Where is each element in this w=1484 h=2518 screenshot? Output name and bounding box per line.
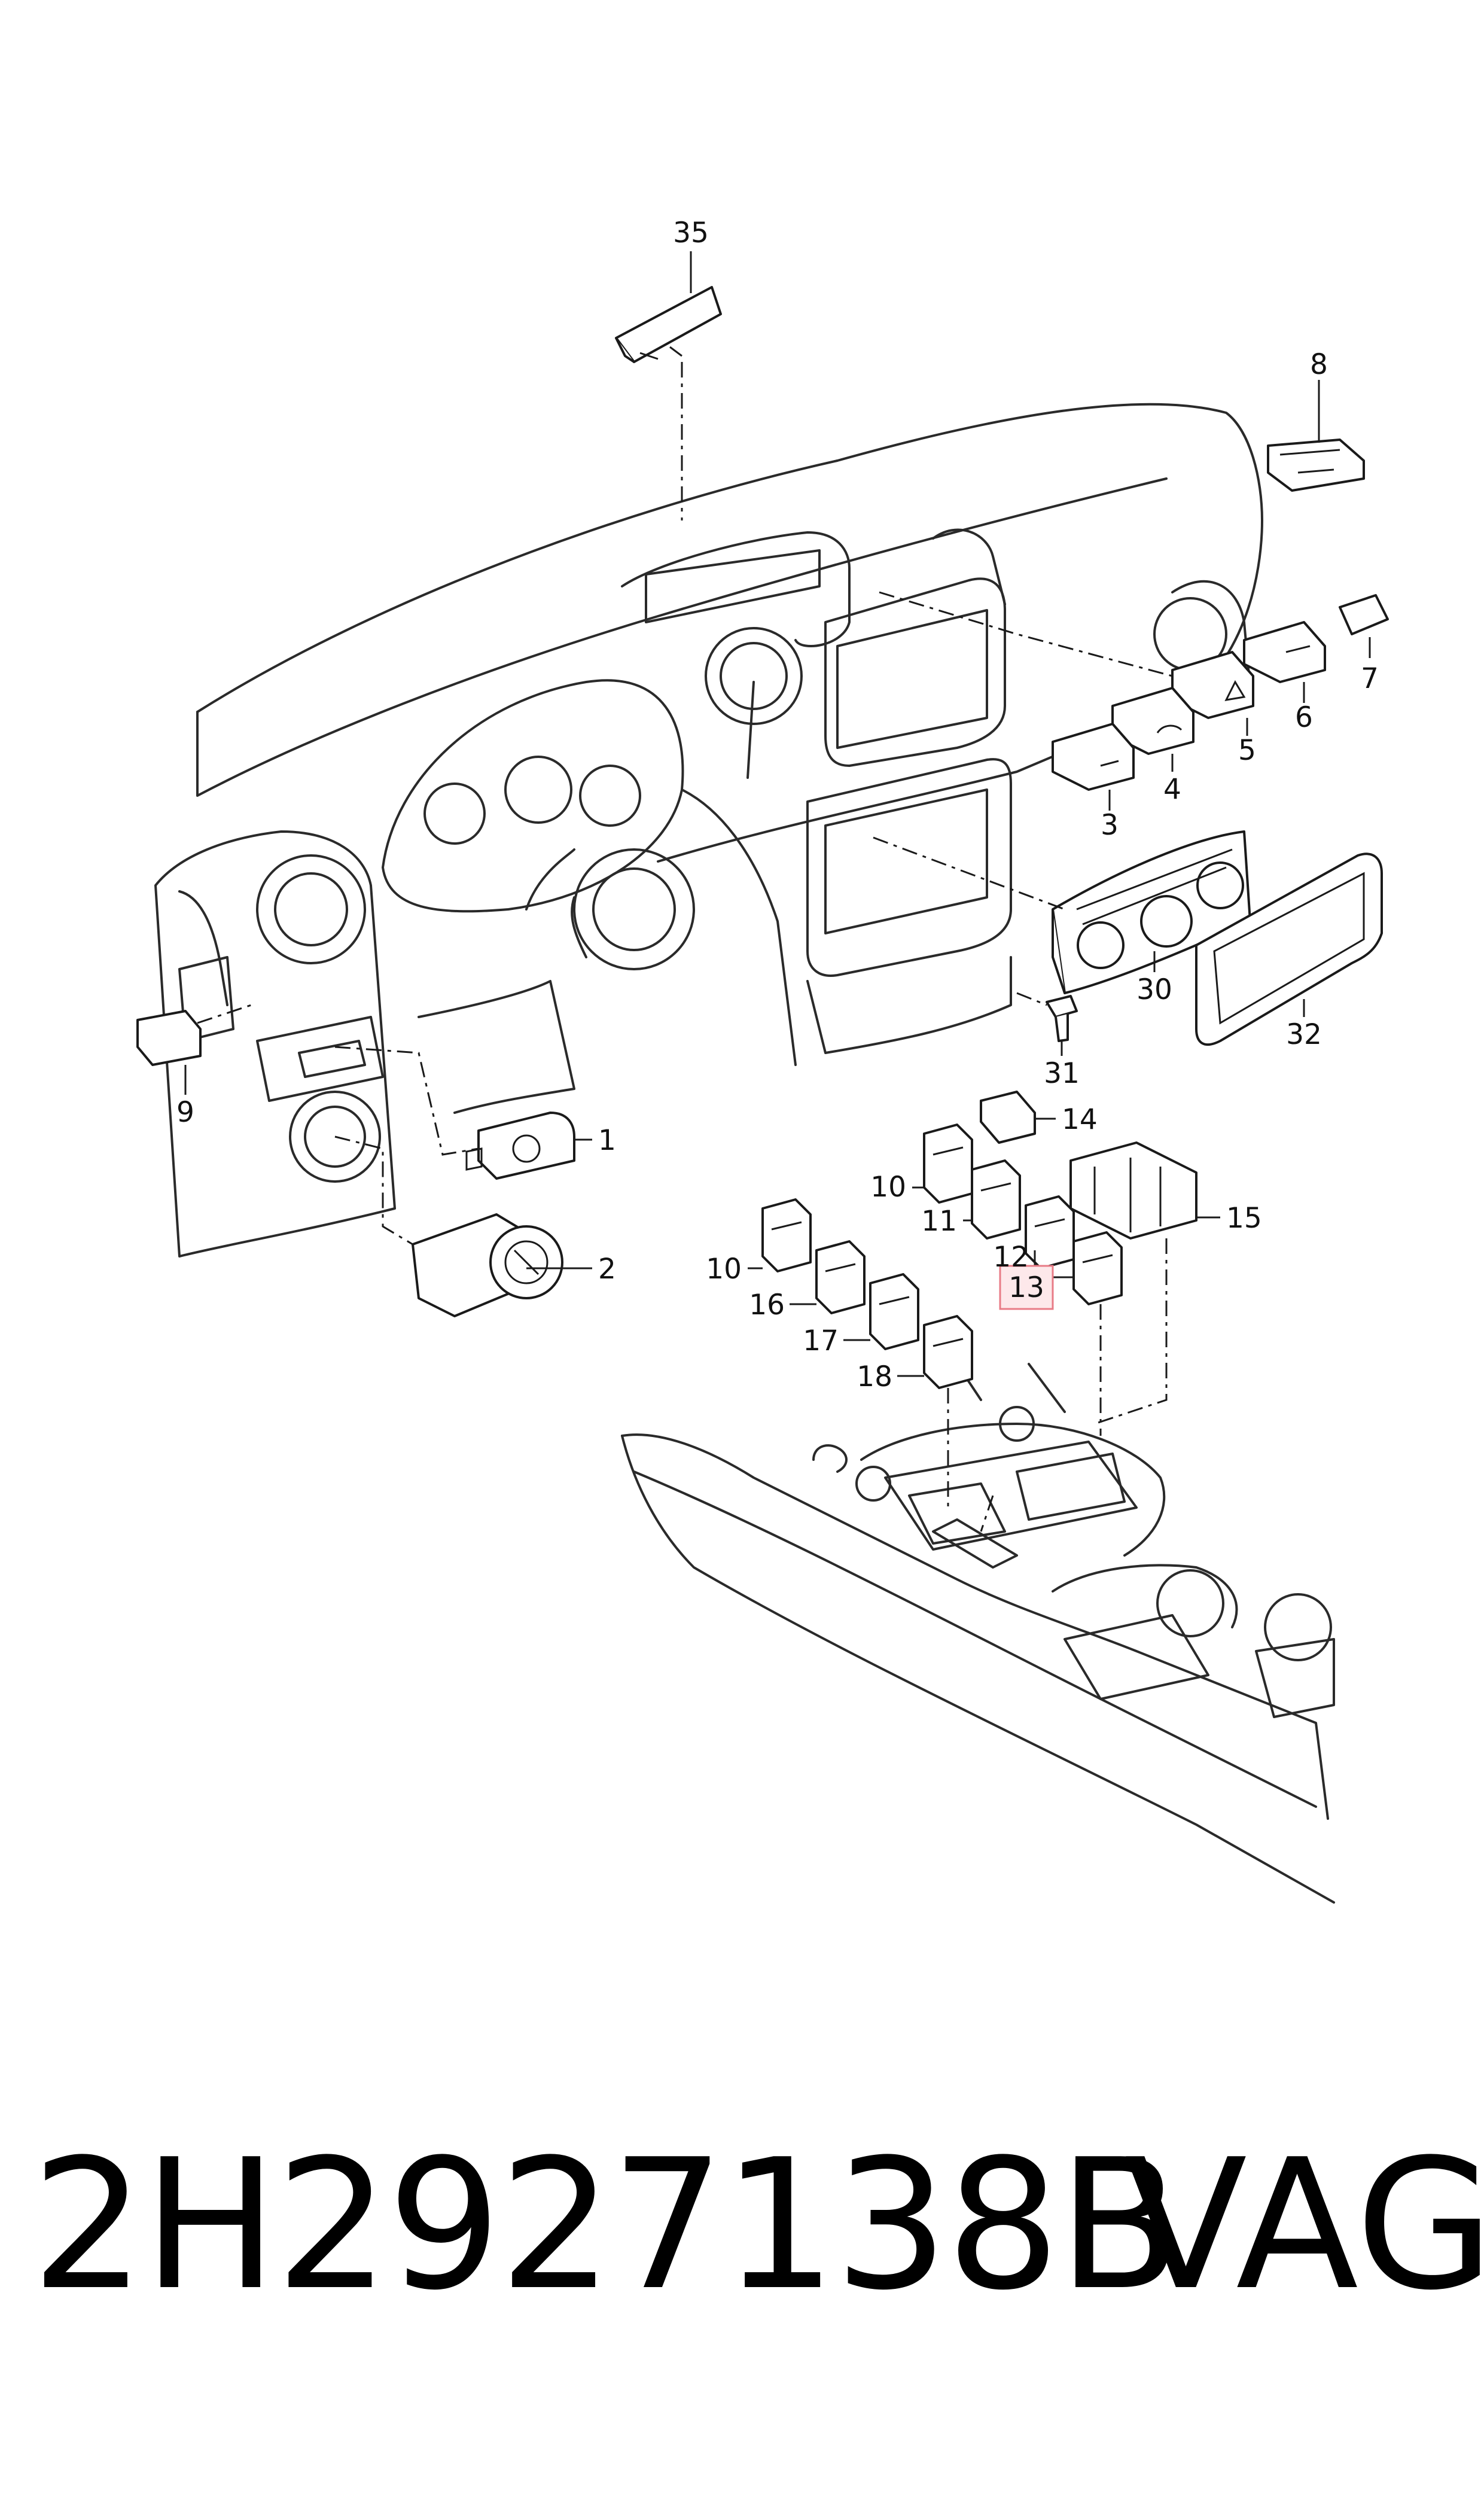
callout-6[interactable]: 6 [1295, 701, 1313, 734]
part-32-bezel[interactable] [1195, 852, 1383, 1046]
callout-labels: 35 8 7 6 5 4 3 30 32 31 9 1 2 14 10 11 1… [176, 217, 1379, 1393]
assembly-lines [197, 362, 1173, 1532]
part-18-switch[interactable] [923, 1315, 973, 1389]
part-6-button[interactable] [1243, 621, 1326, 683]
part-35-trim[interactable] [615, 286, 722, 363]
part-13-switch[interactable] [1072, 1231, 1123, 1305]
callout-17[interactable]: 17 [803, 1325, 839, 1357]
part-14-cap[interactable] [980, 1091, 1036, 1144]
center-console-drawing [621, 1363, 1335, 1904]
part-2-light-switch[interactable] [412, 1213, 563, 1317]
part-8-switch[interactable] [1267, 439, 1365, 492]
part-9-switch[interactable] [136, 1010, 202, 1066]
part-7-cap[interactable] [1339, 594, 1389, 635]
callout-5[interactable]: 5 [1238, 734, 1256, 767]
callout-13[interactable]: 13 [1008, 1271, 1044, 1304]
part-1-switch[interactable] [465, 1112, 575, 1180]
callout-3[interactable]: 3 [1101, 809, 1119, 842]
part-10-switch-lower[interactable] [761, 1198, 812, 1272]
part-31-screw[interactable] [1046, 995, 1078, 1042]
callout-12[interactable]: 12 [993, 1241, 1029, 1274]
dashboard-drawing [154, 403, 1263, 1258]
callout-14[interactable]: 14 [1062, 1103, 1098, 1136]
callout-31[interactable]: 31 [1044, 1057, 1080, 1090]
part-16-switch[interactable] [815, 1240, 866, 1314]
part-10-switch-upper[interactable] [923, 1123, 973, 1204]
callout-30[interactable]: 30 [1136, 973, 1172, 1006]
exploded-parts-diagram: 35 8 7 6 5 4 3 30 32 31 9 1 2 14 10 11 1… [136, 217, 1389, 1904]
leader-lines [184, 251, 1371, 1377]
part-11-switch[interactable] [971, 1159, 1021, 1240]
brand-name: VAG [1125, 2121, 1484, 2330]
callout-32[interactable]: 32 [1286, 1018, 1322, 1051]
part-number: 2H2927138B [31, 2121, 1181, 2330]
callout-7[interactable]: 7 [1361, 662, 1379, 695]
callout-10-upper[interactable]: 10 [870, 1171, 906, 1204]
callout-15[interactable]: 15 [1226, 1202, 1262, 1235]
callout-35[interactable]: 35 [673, 217, 709, 249]
part-17-switch[interactable] [869, 1273, 919, 1350]
callout-13-highlight [999, 1265, 1054, 1310]
callout-9[interactable]: 9 [176, 1096, 194, 1129]
callout-18[interactable]: 18 [857, 1360, 892, 1393]
part-15-switch-bank[interactable] [1069, 1141, 1197, 1240]
part-30-climate-control[interactable] [1052, 830, 1251, 994]
part-3-button[interactable] [1052, 723, 1135, 791]
callout-10-lower[interactable]: 10 [706, 1253, 742, 1286]
callout-8[interactable]: 8 [1310, 348, 1328, 381]
callout-4[interactable]: 4 [1163, 773, 1181, 806]
part-12-switch[interactable] [1025, 1195, 1075, 1269]
callout-1[interactable]: 1 [598, 1124, 616, 1157]
callout-2[interactable]: 2 [598, 1253, 616, 1286]
callout-11[interactable]: 11 [921, 1205, 957, 1238]
callout-16[interactable]: 16 [749, 1289, 785, 1322]
